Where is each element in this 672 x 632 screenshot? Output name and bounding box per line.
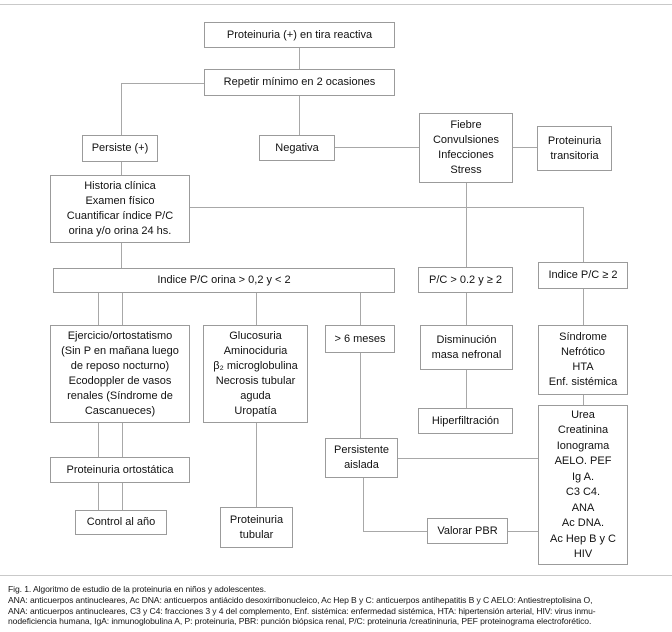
caption-line-2: ANA: anticuerpos antinucleares, Ac DNA: … [8,594,593,605]
connector-indice-pc-2-to-sindrome [583,289,584,325]
box-sindrome-nefrotico: Síndrome Nefrótico HTA Enf. sistémica [538,325,628,395]
connector-historia-branch-h [190,207,583,208]
box-historia-clinica: Historia clínica Examen físico Cuantific… [50,175,190,243]
connector-branch-to-indice-pc-2 [583,207,584,262]
connector-valorar-to-urea [508,531,538,532]
box-repetir-minimo-label: Repetir mínimo en 2 ocasiones [223,76,376,88]
caption-line-3: ANA: anticuerpos antinucleares, C3 y C4:… [8,605,596,616]
connector-repetir-elbow-h [121,83,204,84]
connector-down-to-valorar [363,531,427,532]
box-negativa: Negativa [259,135,335,161]
top-separator-rule [0,4,672,5]
box-proteinuria-tira-reactiva: Proteinuria (+) en tira reactiva [204,22,395,48]
box-ejercicio-ortostatismo: Ejercicio/ortostatismo (Sin P en mañana … [50,325,190,423]
connector-ejercicio-to-ortostatica-b [122,423,123,457]
box-valorar-pbr: Valorar PBR [427,518,508,544]
box-sindrome-nefrotico-label: Síndrome Nefrótico HTA Enf. sistémica [548,331,618,388]
box-glucosuria-label: Glucosuria Aminociduria β₂ microglobulin… [213,330,298,417]
box-seis-meses: > 6 meses [325,325,395,353]
connector-disminucion-to-hiperfiltracion [466,370,467,408]
box-pc-mayor-label: P/C > 0.2 y ≥ 2 [429,273,502,286]
box-proteinuria-tubular-label: Proteinuria tubular [229,513,284,541]
box-persistente-aislada-label: Persistente aislada [333,444,390,471]
connector-indice-to-ejercicio-b [122,293,123,325]
connector-seis-meses-to-persistente [360,353,361,438]
box-proteinuria-ortostatica: Proteinuria ortostática [50,457,190,483]
box-repetir-minimo: Repetir mínimo en 2 ocasiones [204,69,395,96]
box-disminucion-masa-label: Disminución masa nefronal [431,333,502,361]
connector-indice-to-seis-meses [360,293,361,325]
connector-repetir-to-negativa [299,96,300,135]
box-proteinuria-transitoria: Proteinuria transitoria [537,126,612,171]
box-proteinuria-tira-reactiva-label: Proteinuria (+) en tira reactiva [226,28,373,41]
connector-indice-to-ejercicio-a [98,293,99,325]
figure-caption: Fig. 1. Algoritmo de estudio de la prote… [8,584,668,627]
connector-tira-to-repetir [299,48,300,69]
box-control-al-anio-label: Control al año [86,516,156,528]
box-fiebre-convulsiones: Fiebre Convulsiones Infecciones Stress [419,113,513,183]
box-negativa-label: Negativa [275,141,319,154]
box-glucosuria: Glucosuria Aminociduria β₂ microglobulin… [203,325,308,423]
connector-persistente-to-urea [398,458,538,459]
connector-ortostatica-to-control-b [122,483,123,510]
box-indice-pc-orina: Indice P/C orina > 0,2 y < 2 [53,268,395,293]
connector-pc-mayor-to-disminucion [466,293,467,325]
box-historia-clinica-label: Historia clínica Examen físico Cuantific… [66,180,174,237]
connector-sindrome-to-urea [583,395,584,405]
box-control-al-anio: Control al año [75,510,167,535]
caption-line-4: nodeficiencia humana, IgA: inmunoglobuli… [8,616,592,627]
box-proteinuria-tubular: Proteinuria tubular [220,507,293,548]
box-proteinuria-transitoria-label: Proteinuria transitoria [547,134,602,162]
connector-persistente-down [363,478,364,531]
box-hiperfiltracion-label: Hiperfiltración [431,414,500,427]
connector-repetir-to-persiste [121,83,122,135]
connector-glucosuria-to-tubular [256,423,257,507]
connector-negativa-to-fiebre [335,147,419,148]
connector-ortostatica-to-control-a [98,483,99,510]
box-ejercicio-ortostatismo-label: Ejercicio/ortostatismo (Sin P en mañana … [61,330,179,417]
box-persiste-label: Persiste (+) [91,142,149,154]
box-indice-pc-orina-label: Indice P/C orina > 0,2 y < 2 [157,274,291,286]
box-pc-mayor: P/C > 0.2 y ≥ 2 [418,267,513,293]
connector-fiebre-to-pc-mayor [466,183,467,267]
box-seis-meses-label: > 6 meses [334,332,386,345]
box-valorar-pbr-label: Valorar PBR [437,524,498,537]
connector-persiste-to-historia [121,162,122,175]
connector-ejercicio-to-ortostatica-a [98,423,99,457]
box-indice-pc-2: Indice P/C ≥ 2 [538,262,628,289]
box-persiste: Persiste (+) [82,135,158,162]
caption-line-1: Fig. 1. Algoritmo de estudio de la prote… [8,584,267,594]
box-urea-panel-label: Urea Creatinina Ionograma AELO. PEF Ig A… [549,408,617,561]
caption-separator-rule [0,575,672,576]
box-hiperfiltracion: Hiperfiltración [418,408,513,434]
box-persistente-aislada: Persistente aislada [325,438,398,478]
connector-indice-to-glucosuria [256,293,257,325]
box-proteinuria-ortostatica-label: Proteinuria ortostática [66,463,174,476]
connector-fiebre-to-transitoria [513,147,537,148]
box-disminucion-masa: Disminución masa nefronal [420,325,513,370]
box-indice-pc-2-label: Indice P/C ≥ 2 [548,269,618,281]
box-urea-panel: Urea Creatinina Ionograma AELO. PEF Ig A… [538,405,628,565]
box-fiebre-convulsiones-label: Fiebre Convulsiones Infecciones Stress [432,119,500,176]
connector-historia-to-indice [121,243,122,268]
